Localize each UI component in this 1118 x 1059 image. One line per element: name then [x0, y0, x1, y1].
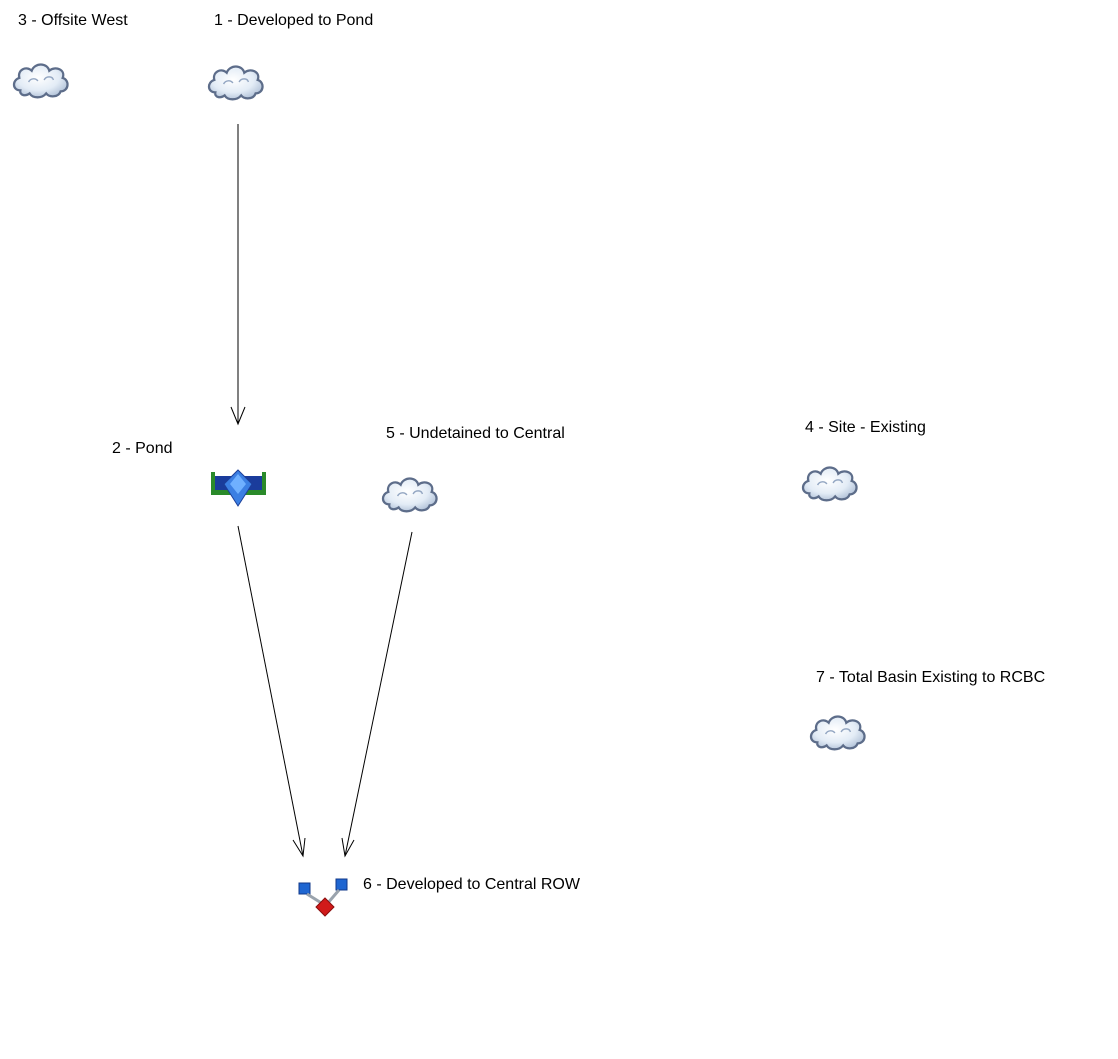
node-label-undetained-to-central: 5 - Undetained to Central	[386, 425, 565, 442]
cloud-icon[interactable]	[809, 715, 866, 751]
junction-icon[interactable]	[298, 878, 348, 917]
edge-1-to-2	[230, 124, 246, 426]
node-label-developed-to-pond: 1 - Developed to Pond	[214, 12, 374, 29]
pond-icon[interactable]	[211, 469, 266, 507]
edge-2-to-6	[237, 525, 306, 858]
cloud-icon[interactable]	[801, 466, 858, 502]
node-label-total-basin-existing: 7 - Total Basin Existing to RCBC	[816, 669, 1046, 686]
cloud-icon[interactable]	[207, 65, 264, 101]
node-label-site-existing: 4 - Site - Existing	[805, 419, 926, 436]
cloud-icon[interactable]	[12, 63, 69, 99]
edge-5-to-6	[341, 531, 413, 858]
node-label-pond: 2 - Pond	[112, 440, 173, 457]
node-label-offsite-west: 3 - Offsite West	[18, 12, 128, 29]
cloud-icon[interactable]	[381, 477, 438, 513]
node-label-developed-to-central-row: 6 - Developed to Central ROW	[363, 876, 580, 893]
